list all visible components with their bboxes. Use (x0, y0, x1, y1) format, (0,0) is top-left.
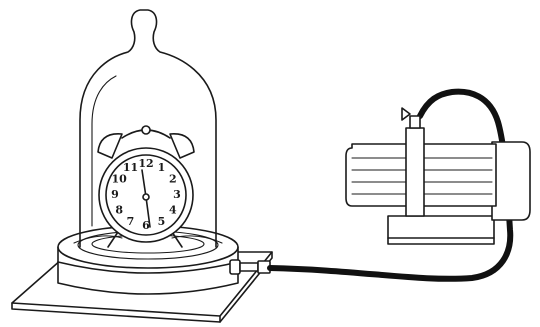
clock-numeral: 10 (112, 173, 128, 186)
clock-numeral: 2 (169, 173, 177, 186)
right-bell (170, 134, 194, 158)
clock-hub (143, 194, 149, 200)
clock-numeral: 12 (138, 157, 153, 170)
left-bell (98, 134, 122, 158)
clock-numeral: 9 (111, 188, 119, 201)
clock-numeral: 7 (127, 215, 135, 228)
pump-inlet-valve (402, 108, 410, 120)
clock-numeral: 3 (173, 188, 181, 201)
pump-center-block (406, 128, 424, 216)
clock-numeral: 8 (115, 204, 123, 217)
clock-numeral: 1 (158, 161, 166, 174)
clock-numeral: 5 (158, 215, 166, 228)
pump-motor-cap (492, 142, 530, 220)
clock-numeral: 11 (123, 161, 138, 174)
clock-numeral: 4 (169, 204, 177, 217)
